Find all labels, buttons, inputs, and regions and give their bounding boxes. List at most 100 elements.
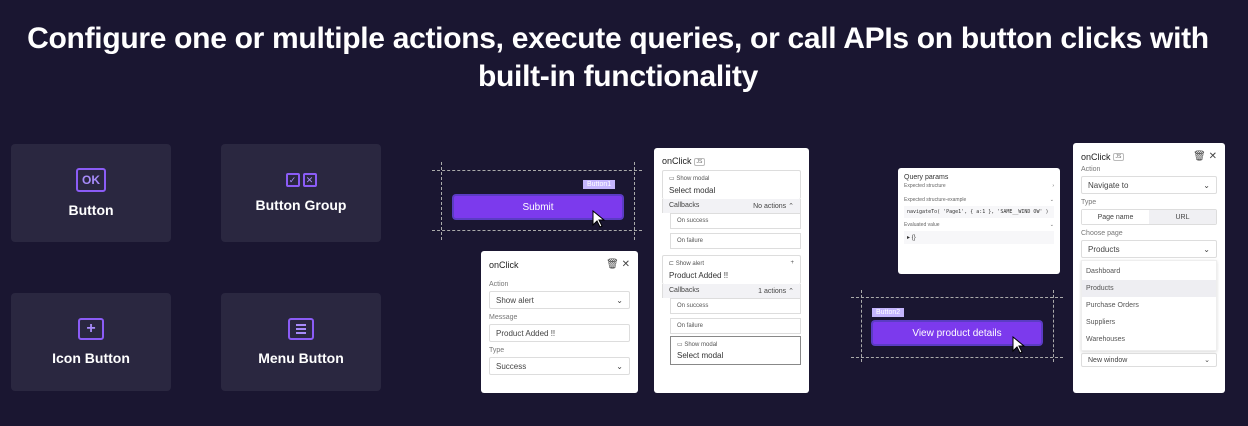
tile-icon-button[interactable]: + Icon Button (11, 293, 171, 391)
expected-structure-label: Expected structure (904, 183, 946, 189)
window-select[interactable]: New window ⌄ (1081, 353, 1217, 367)
chevron-up-icon: ⌃ (788, 288, 794, 295)
show-modal-action[interactable]: ▭ Show modal (669, 176, 710, 182)
type-select[interactable]: Success ⌄ (489, 357, 630, 375)
button-group-icon: ✓ ✕ (285, 173, 317, 187)
chevron-right-icon: › (1052, 183, 1054, 189)
chevron-down-icon: ⌄ (616, 361, 623, 371)
alert-message[interactable]: Product Added !! (669, 271, 729, 280)
button2-tag: Button2 (872, 308, 905, 317)
action-value: Show alert (496, 295, 534, 305)
page-value: Products (1088, 244, 1120, 254)
on-failure[interactable]: On failure (670, 318, 801, 334)
submit-button[interactable]: Submit (454, 196, 622, 218)
action-select[interactable]: Navigate to ⌄ (1081, 176, 1217, 194)
expected-structure[interactable]: Expected structure › (904, 183, 1054, 189)
guide-line (441, 162, 442, 240)
choose-page-label: Choose page (1081, 230, 1123, 237)
option-products[interactable]: Products (1082, 280, 1216, 297)
action-label: Action (489, 281, 509, 288)
expected-example-label: Expected structure-example (904, 197, 967, 203)
trash-icon[interactable]: 🗑 (606, 259, 619, 270)
nested-action-name: ▭ Show modal (677, 342, 718, 348)
guide-line (1053, 290, 1054, 362)
expected-example[interactable]: Expected structure-example ⌄ (904, 197, 1054, 203)
on-success[interactable]: On success (670, 213, 801, 229)
action-label: Action (1081, 166, 1101, 173)
cursor-icon (592, 210, 606, 228)
plus-icon: + (78, 318, 104, 340)
select-modal: Select modal (677, 351, 724, 360)
chevron-up-icon: ⌃ (788, 203, 794, 210)
js-badge[interactable]: JS (1112, 153, 1125, 162)
callbacks-count: No actions (753, 203, 787, 210)
on-failure[interactable]: On failure (670, 233, 801, 249)
select-modal[interactable]: Select modal (669, 186, 716, 195)
view-product-details-button[interactable]: View product details (873, 322, 1041, 344)
seg-page-name[interactable]: Page name (1082, 210, 1149, 224)
callbacks-bar[interactable]: Callbacks No actions ⌃ (662, 199, 801, 213)
guide-line (851, 357, 1063, 358)
guide-line (634, 162, 635, 240)
option-warehouses[interactable]: Warehouses (1086, 336, 1126, 343)
action-name: Show alert (675, 261, 705, 267)
plus-icon[interactable]: + (790, 260, 794, 266)
chevron-down-icon: ⌄ (1049, 222, 1054, 228)
tile-label: Button (68, 202, 114, 218)
cursor-icon (1012, 336, 1026, 354)
chevron-down-icon: ⌄ (1203, 244, 1210, 254)
chevron-down-icon: ⌄ (1204, 357, 1210, 364)
guide-line (861, 290, 862, 362)
value: {} (911, 235, 916, 241)
tile-label: Menu Button (258, 350, 344, 366)
close-icon[interactable]: ✕ (1208, 151, 1217, 162)
panel-title: onClick (489, 259, 519, 270)
option-suppliers[interactable]: Suppliers (1086, 319, 1116, 326)
action-select[interactable]: Show alert⌄ (489, 291, 630, 309)
message-value: Product Added !! (496, 328, 556, 338)
message-label: Message (489, 314, 518, 321)
close-icon[interactable]: ✕ (621, 259, 630, 270)
chevron-down-icon: ⌄ (1203, 180, 1210, 190)
callbacks-label: Callbacks (669, 202, 700, 209)
page-select[interactable]: Products ⌄ (1081, 240, 1217, 258)
show-alert-action[interactable]: ⊏ Show alert+ (669, 260, 794, 267)
action-name: Show modal (684, 342, 718, 348)
panel-title: onClick (1081, 151, 1111, 162)
onclick-panel-alert: onClick🗑 ✕ Action Show alert⌄ Message Pr… (481, 251, 638, 393)
evaluated-value[interactable]: Evaluated value ⌄ (904, 222, 1054, 228)
panel-actions: 🗑 ✕ (1193, 151, 1217, 162)
action-value: Navigate to (1088, 180, 1129, 190)
tile-label: Icon Button (52, 350, 130, 366)
query-title: Query params (904, 174, 949, 181)
type-label: Type (489, 347, 505, 354)
tile-menu-button[interactable]: Menu Button (221, 293, 381, 391)
menu-icon (288, 318, 314, 340)
trash-icon[interactable]: 🗑 (1193, 151, 1206, 162)
tile-button[interactable]: OK Button (11, 144, 171, 242)
action-name: Show modal (676, 176, 710, 182)
seg-url[interactable]: URL (1149, 210, 1216, 224)
on-success[interactable]: On success (670, 298, 801, 314)
page-dropdown: Dashboard Products Purchase Orders Suppl… (1081, 260, 1217, 351)
type-value: Success (496, 361, 527, 371)
option-purchase-orders[interactable]: Purchase Orders (1086, 302, 1139, 309)
button1-tag: Button1 (583, 180, 616, 189)
type-toggle[interactable]: Page name URL (1081, 209, 1217, 225)
message-input[interactable]: Product Added !! (489, 324, 630, 342)
type-label: Type (1081, 199, 1097, 206)
evaluated-label: Evaluated value (904, 222, 940, 228)
panel-actions: 🗑 ✕ (606, 259, 630, 270)
query-params-panel: Query params Expected structure › Expecte… (898, 168, 1060, 274)
chevron-down-icon: ⌄ (1049, 197, 1054, 203)
tile-button-group[interactable]: ✓ ✕ Button Group (221, 144, 381, 242)
nested-show-modal[interactable]: ▭ Show modal Select modal (670, 336, 801, 365)
window-value: New window (1088, 356, 1128, 364)
panel-title: onClick (662, 156, 692, 166)
evaluated-output: ▸ {} (904, 231, 1054, 244)
js-badge[interactable]: JS (693, 157, 706, 166)
option-dashboard[interactable]: Dashboard (1086, 268, 1121, 275)
